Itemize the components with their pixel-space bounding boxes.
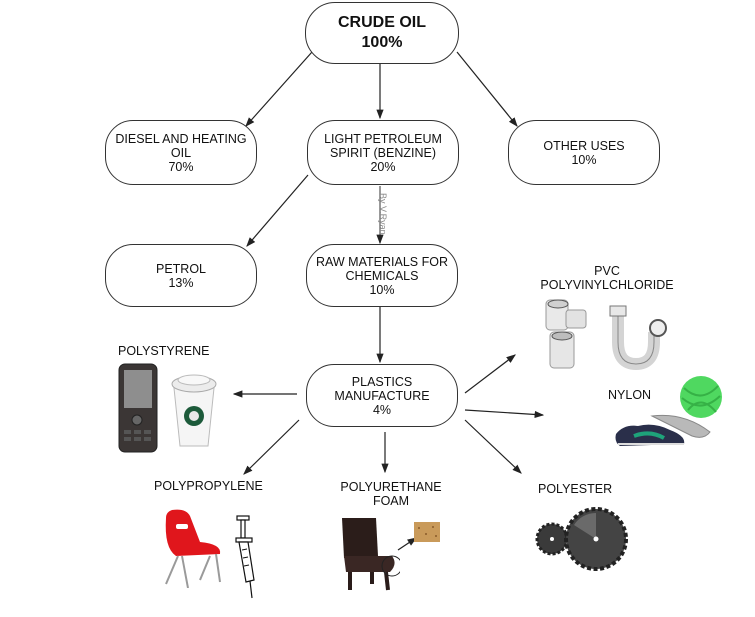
node-value: 13%	[168, 275, 194, 290]
twine-ball-icon	[680, 376, 722, 418]
node-value: 10%	[571, 152, 597, 167]
mobile-phone-icon	[118, 363, 158, 453]
label-polystyrene: POLYSTYRENE	[118, 344, 210, 358]
node-plastics-manufacture: PLASTICS MANUFACTURE 4%	[306, 364, 458, 427]
node-other-uses: OTHER USES 10%	[508, 120, 660, 185]
node-value: 4%	[372, 402, 392, 417]
node-title-line1: RAW MATERIALS FOR	[316, 254, 448, 269]
node-value: 100%	[361, 34, 403, 51]
gears-icon	[535, 507, 628, 571]
node-title-line2: CHEMICALS	[345, 268, 419, 283]
node-title-line2: SPIRIT (BENZINE)	[329, 145, 437, 160]
node-title: PETROL	[155, 261, 206, 276]
node-value: 20%	[370, 159, 396, 174]
node-title: OTHER USES	[543, 138, 625, 153]
arrow-plastics-to-polypropylene	[243, 419, 300, 475]
node-title-line1: DIESEL AND HEATING	[115, 131, 247, 146]
node-value: 70%	[168, 159, 194, 174]
arrow-plastics-to-pvc	[464, 354, 516, 394]
arrow-plastics-to-polyester	[464, 419, 522, 474]
arrow-crude-to-other	[456, 51, 518, 127]
label-polyurethane: POLYURETHANE FOAM	[336, 480, 446, 508]
arrow-plastics-to-nylon	[464, 409, 545, 419]
node-crude-oil: CRUDE OIL 100%	[305, 2, 459, 64]
node-diesel: DIESEL AND HEATING OIL 70%	[105, 120, 257, 185]
node-title-line2: OIL	[170, 145, 192, 160]
node-raw-materials: RAW MATERIALS FOR CHEMICALS 10%	[306, 244, 458, 307]
watermark: By V.Ryan	[378, 193, 388, 235]
node-value: 10%	[369, 282, 395, 297]
pipe-fittings-icon	[545, 299, 587, 369]
foam-block-icon	[397, 522, 440, 551]
node-petrol: PETROL 13%	[105, 244, 257, 307]
node-title: CRUDE OIL	[338, 14, 426, 31]
arrow-crude-to-diesel	[245, 51, 313, 127]
label-line2: POLYVINYLCHLORIDE	[540, 278, 674, 292]
sneaker-icon	[615, 414, 711, 446]
node-title-line1: PLASTICS	[351, 374, 413, 389]
red-chair-icon	[165, 509, 221, 588]
label-pvc: PVC POLYVINYLCHLORIDE	[537, 264, 677, 292]
u-bend-trap-icon	[609, 305, 667, 370]
label-polypropylene: POLYPROPYLENE	[154, 479, 263, 493]
node-title-line2: MANUFACTURE	[334, 388, 430, 403]
label-line2: FOAM	[372, 494, 410, 508]
label-polyester: POLYESTER	[538, 482, 613, 496]
label-nylon: NYLON	[608, 388, 652, 402]
node-title-line1: LIGHT PETROLEUM	[324, 131, 442, 146]
upholstered-chair-icon	[342, 518, 400, 591]
label-line1: PVC	[594, 264, 620, 278]
coffee-cup-icon	[171, 374, 217, 447]
syringe-icon	[235, 515, 255, 599]
node-light-petroleum: LIGHT PETROLEUM SPIRIT (BENZINE) 20%	[307, 120, 459, 185]
label-line1: POLYURETHANE	[340, 480, 442, 494]
arrow-light-to-petrol	[246, 174, 309, 247]
